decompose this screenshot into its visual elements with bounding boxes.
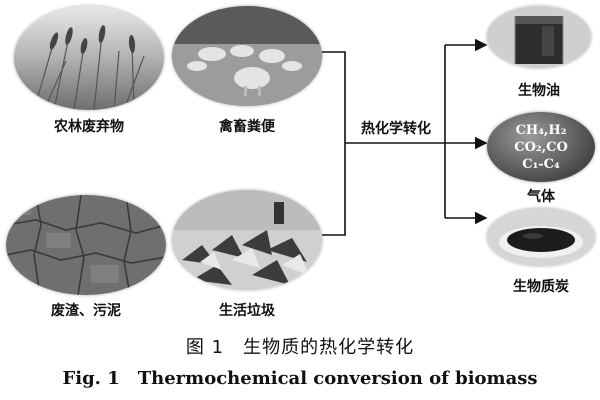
- label-livestock-manure: 禽畜粪便: [219, 119, 275, 135]
- cracked-sludge-image: [6, 195, 166, 295]
- garbage-pile-image: [172, 190, 322, 290]
- connector-bottom: [322, 143, 346, 236]
- label-thermochemical-conversion: 热化学转化: [361, 121, 431, 137]
- oil-beaker-image: [487, 6, 591, 68]
- biochar-dish-image: [487, 208, 595, 266]
- pig-farm-image: [172, 6, 322, 106]
- label-waste-residue-sludge: 废渣、污泥: [51, 303, 121, 319]
- livestock-manure-photo: [172, 6, 322, 106]
- gas-formula-line-3: C₁-C₄: [522, 156, 560, 172]
- waste-residue-sludge-photo: [6, 195, 166, 295]
- household-garbage-photo: [172, 190, 322, 290]
- wheat-field-image: [14, 6, 164, 110]
- label-bio-oil: 生物油: [518, 83, 560, 99]
- label-biochar: 生物质炭: [513, 279, 569, 295]
- label-household-garbage: 生活垃圾: [219, 303, 275, 319]
- agri-forestry-waste-photo: [14, 6, 164, 110]
- connector-top: [322, 51, 346, 143]
- figure-caption-chinese: 图 1 生物质的热化学转化: [185, 337, 415, 358]
- label-agri-forestry-waste: 农林废弃物: [54, 119, 124, 135]
- bio-oil-photo: [487, 6, 591, 68]
- gas-formula-line-2: CO₂,CO: [514, 139, 568, 155]
- gas-formula-line-1: CH₄,H₂: [515, 122, 567, 138]
- gas-formula-oval: CH₄,H₂ CO₂,CO C₁-C₄: [487, 112, 595, 182]
- label-gas: 气体: [527, 189, 555, 205]
- biochar-photo: [487, 208, 595, 266]
- figure-caption-english: Fig. 1 Thermochemical conversion of biom…: [62, 368, 538, 389]
